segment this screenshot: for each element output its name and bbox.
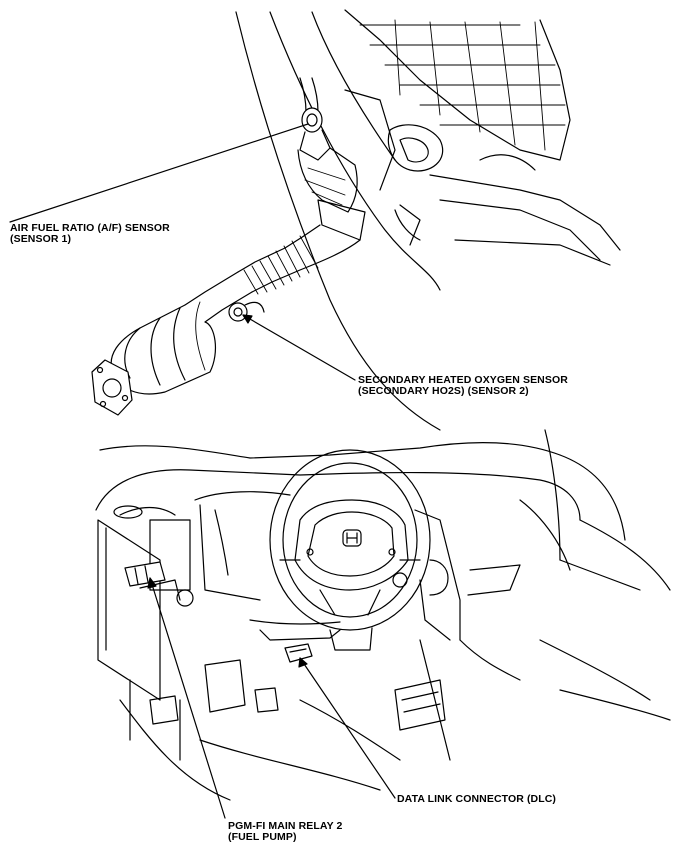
leader-lines-bottom	[147, 577, 396, 819]
dlc-leader-arrowhead	[298, 657, 308, 668]
af-sensor-label-line2: (SENSOR 1)	[10, 233, 72, 245]
engine-bay-illustration	[91, 9, 621, 431]
relay-label-line2: (FUEL PUMP)	[228, 831, 297, 843]
ho2s-label: SECONDARY HEATED OXYGEN SENSOR (SECONDAR…	[358, 375, 568, 397]
dlc-leader-line	[299, 657, 396, 799]
dashboard-illustration	[95, 429, 671, 801]
ho2s-leader-arrowhead	[242, 314, 253, 324]
relay-leader-arrowhead	[147, 577, 157, 589]
af-sensor-label: AIR FUEL RATIO (A/F) SENSOR (SENSOR 1)	[10, 223, 170, 245]
ho2s-label-line2: (SECONDARY HO2S) (SENSOR 2)	[358, 385, 529, 397]
af-sensor-label-line1: AIR FUEL RATIO (A/F) SENSOR	[10, 222, 170, 234]
dlc-label-line1: DATA LINK CONNECTOR (DLC)	[397, 793, 557, 805]
leader-lines-top	[9, 123, 356, 381]
relay-label: PGM-FI MAIN RELAY 2 (FUEL PUMP)	[228, 821, 343, 843]
af-sensor-leader-line	[9, 123, 309, 223]
relay-label-line1: PGM-FI MAIN RELAY 2	[228, 820, 343, 832]
ho2s-leader-line	[242, 314, 356, 381]
relay-leader-line	[149, 577, 226, 819]
ho2s-label-line1: SECONDARY HEATED OXYGEN SENSOR	[358, 374, 568, 386]
dlc-label: DATA LINK CONNECTOR (DLC)	[397, 794, 556, 805]
